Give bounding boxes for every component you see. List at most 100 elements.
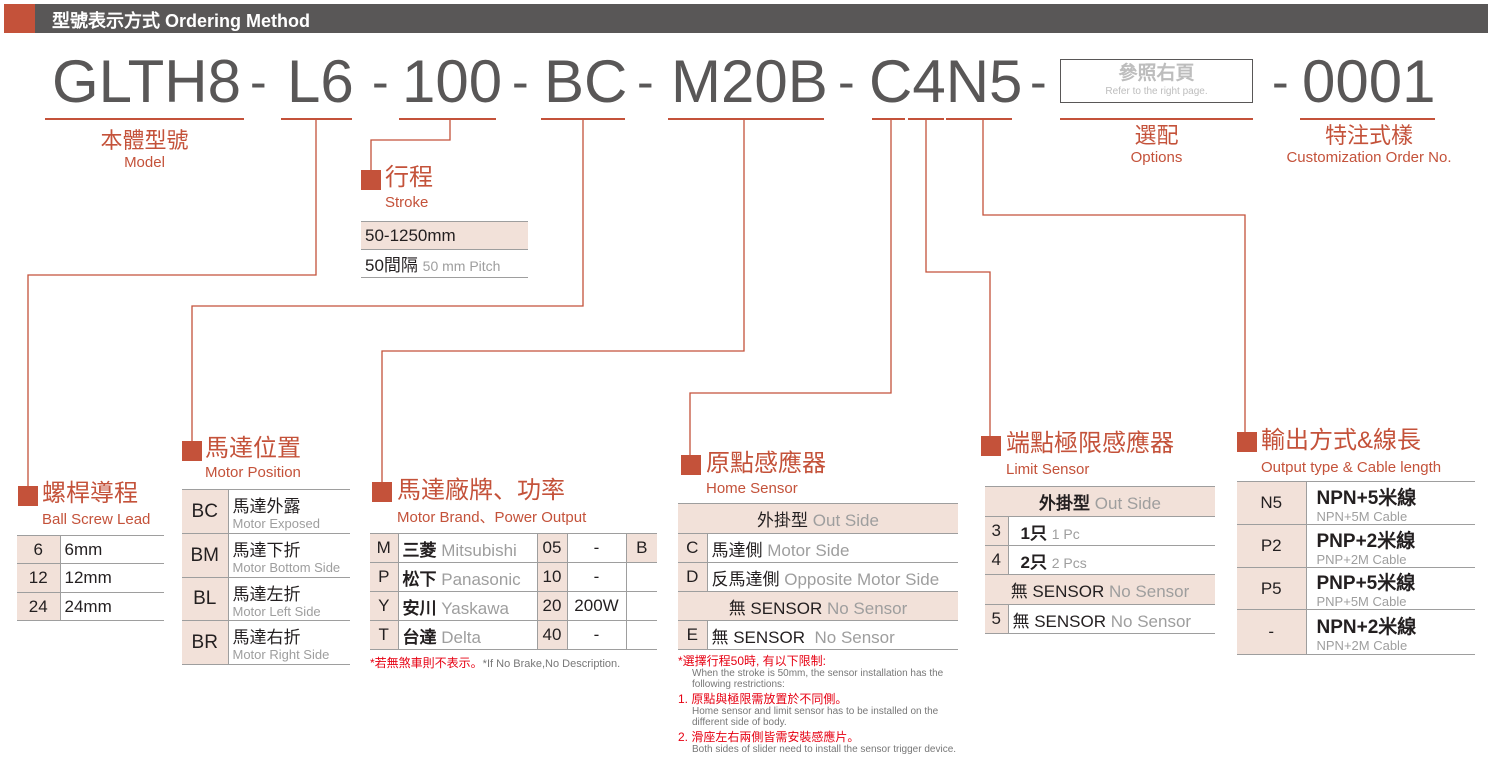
table-cell: 4 — [985, 545, 1009, 575]
text: 1. 原點與極限需放置於不同側。 — [678, 692, 848, 706]
table-cell: - — [567, 620, 627, 650]
underline — [946, 118, 1012, 120]
table-cell: 外掛型 Out Side — [678, 503, 958, 534]
text: Motor Bottom Side — [232, 560, 341, 575]
text: 本體型號 — [100, 128, 189, 153]
table-cell: 12 — [17, 563, 61, 593]
underline — [872, 118, 905, 120]
brand-subtitle: Motor Brand、Power Output — [397, 509, 587, 526]
table-cell: 5 — [985, 604, 1009, 634]
text: PNP+2M Cable — [1316, 551, 1407, 567]
table-cell: 05 — [537, 533, 568, 563]
code-dash: - — [372, 54, 389, 110]
table-cell: 50間隔 50 mm Pitch — [361, 249, 528, 278]
text: Out Side — [1094, 494, 1161, 513]
table-cell: 外掛型 Out Side — [985, 486, 1215, 517]
table-cell: P5 — [1237, 567, 1307, 610]
code-dash: - — [838, 54, 855, 110]
text: When the stroke is 50mm, the sensor inst… — [692, 668, 944, 690]
code-dash: - — [637, 54, 654, 110]
text: Motor Exposed — [232, 516, 320, 531]
connector-stroke — [370, 119, 451, 172]
text: NPN+5M Cable — [1316, 508, 1408, 524]
text: 無 SENSOR No Sensor — [985, 574, 1215, 605]
code-position: BC — [544, 48, 628, 115]
text: Model — [124, 154, 165, 171]
stroke-pitch-zh: 50間隔 — [365, 256, 418, 275]
table-cell — [626, 562, 657, 592]
table-cell: M — [370, 533, 399, 563]
section-marker — [361, 170, 381, 190]
text: NPN+2M Cable — [1316, 637, 1408, 653]
table-cell: BR — [182, 620, 229, 665]
code-lead: L6 — [287, 48, 354, 115]
options-box-zh: 參照右頁 — [1118, 63, 1195, 84]
text: 外掛型 Out Side — [985, 486, 1215, 517]
text: 台達 — [402, 627, 437, 647]
table-cell: BC — [182, 489, 229, 534]
text: Delta — [441, 627, 481, 647]
table-cell: - — [1237, 609, 1307, 655]
code-dash: - — [1272, 54, 1289, 110]
table-cell: 24 — [17, 592, 61, 621]
text: Options — [1130, 149, 1183, 166]
table-cell: 10 — [537, 562, 568, 592]
text: Mitsubishi — [441, 540, 517, 560]
text: 2. 滑座左右兩側皆需安裝感應片。 — [678, 730, 860, 744]
text: No Sensor — [1110, 611, 1192, 631]
connector-position — [191, 119, 584, 443]
text: PNP+2米線 — [1316, 530, 1416, 552]
stroke-title: 行程 — [385, 164, 433, 191]
home-subtitle: Home Sensor — [706, 480, 798, 497]
stroke-restriction-notes: *選擇行程50時, 有以下限制:When the stroke is 50mm,… — [678, 654, 968, 755]
table-cell: T — [370, 620, 399, 650]
section-marker — [372, 482, 392, 502]
text: Home sensor and limit sensor has to be i… — [692, 706, 939, 728]
table-cell: 台達 Delta — [398, 620, 538, 650]
underline — [281, 118, 352, 120]
lead-title: 螺桿導程 — [42, 480, 138, 507]
text: 馬達左折 — [232, 584, 301, 604]
connector-home — [689, 119, 892, 457]
table-cell: 40 — [537, 620, 568, 650]
lead-subtitle: Ball Screw Lead — [42, 511, 151, 528]
text: NPN+2米線 — [1316, 616, 1417, 638]
text: 無 SENSOR — [1010, 582, 1105, 601]
table-cell: 1只 1 Pc — [1008, 516, 1215, 546]
table-cell: P — [370, 562, 399, 592]
table-cell: 無 SENSOR No Sensor — [678, 591, 958, 621]
stroke-range: 50-1250mm — [361, 221, 528, 250]
text: 外掛型 — [757, 511, 809, 530]
section-marker — [981, 436, 1001, 456]
underline — [908, 118, 944, 120]
text: Both sides of slider need to install the… — [692, 744, 957, 755]
text: 選配 — [1134, 123, 1179, 148]
code-stroke: 100 — [402, 48, 503, 115]
text: No Sensor — [814, 627, 895, 647]
text: 2. 滑座左右兩側皆需安裝感應片。Both sides of slider ne… — [678, 730, 968, 755]
code-model: GLTH8 — [52, 48, 241, 115]
table-cell: D — [678, 562, 708, 592]
